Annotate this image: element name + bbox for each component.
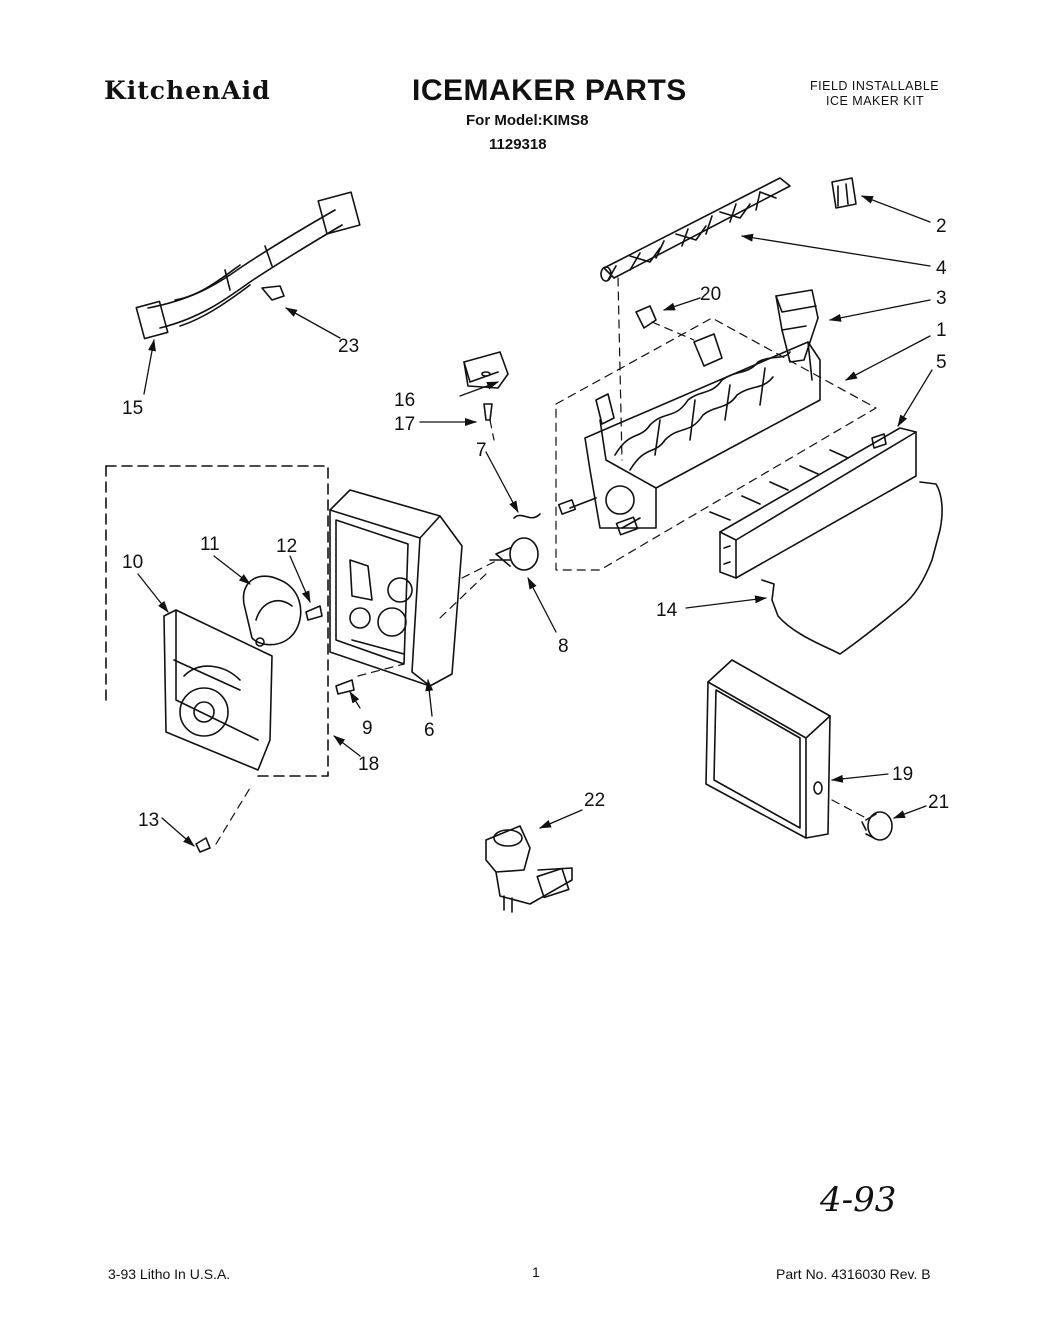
callout-21: 21	[928, 792, 949, 813]
page-number: 1	[532, 1264, 540, 1280]
kit-note-line2: ICE MAKER KIT	[826, 94, 925, 108]
callout-13: 13	[138, 810, 159, 831]
callout-17: 17	[394, 414, 415, 435]
footer-print-info: 3-93 Litho In U.S.A.	[108, 1266, 231, 1282]
callout-arrows	[137, 195, 933, 847]
callout-20: 20	[700, 284, 721, 305]
shutoff-arm-part-14	[761, 481, 943, 655]
cover-part-16	[463, 351, 509, 389]
callout-5: 5	[936, 352, 947, 373]
callout-18: 18	[358, 754, 379, 775]
callout-7: 7	[476, 440, 487, 461]
screw-part-9	[335, 679, 355, 695]
fill-cup-part-3	[775, 289, 819, 363]
page-title: ICEMAKER PARTS	[412, 74, 687, 107]
explode-lines	[215, 277, 877, 845]
housing-part-6	[329, 489, 463, 687]
callout-15: 15	[122, 398, 143, 419]
callout-4: 4	[936, 258, 947, 279]
callout-23: 23	[338, 336, 359, 357]
part-number: Part No. 4316030 Rev. B	[776, 1266, 931, 1282]
ejector-part-4	[600, 177, 791, 282]
callout-14: 14	[656, 600, 678, 621]
thermostat-clip-part-7	[513, 513, 541, 519]
callout-6: 6	[424, 720, 435, 741]
thermostat-part-8	[489, 537, 539, 571]
callout-10: 10	[122, 552, 143, 573]
handwritten-note: 4-93	[820, 1180, 897, 1220]
mold-part-1	[557, 333, 821, 536]
clip-part-2	[831, 177, 857, 209]
wire-harness-part-15	[135, 191, 361, 340]
screw-part-17	[483, 403, 493, 421]
callout-3: 3	[936, 288, 947, 309]
motor-part-11	[242, 575, 302, 647]
kit-note-line1: FIELD INSTALLABLE	[810, 79, 940, 93]
shield-part-5	[709, 427, 917, 579]
callout-2: 2	[936, 216, 947, 237]
diagram-number: 1129318	[489, 136, 547, 153]
callout-8: 8	[558, 636, 569, 657]
knob-part-21	[861, 811, 893, 841]
callout-12: 12	[276, 536, 297, 557]
motor-assembly-boundary	[105, 465, 329, 777]
screw-part-13	[195, 837, 211, 853]
screw-part-12	[305, 605, 323, 621]
mounting-plate-part-10	[163, 609, 273, 771]
callout-16: 16	[394, 390, 415, 411]
model-label: For Model:KIMS8	[466, 112, 589, 129]
callout-9: 9	[362, 718, 373, 739]
callout-22: 22	[584, 790, 605, 811]
callout-11: 11	[200, 534, 220, 555]
bearing-part-20	[635, 305, 657, 329]
callout-1: 1	[936, 320, 947, 341]
front-cover-part-19	[705, 659, 831, 839]
water-valve-part-22	[485, 825, 573, 913]
callout-19: 19	[892, 764, 913, 785]
brand-logo: KitchenAid	[104, 76, 271, 105]
